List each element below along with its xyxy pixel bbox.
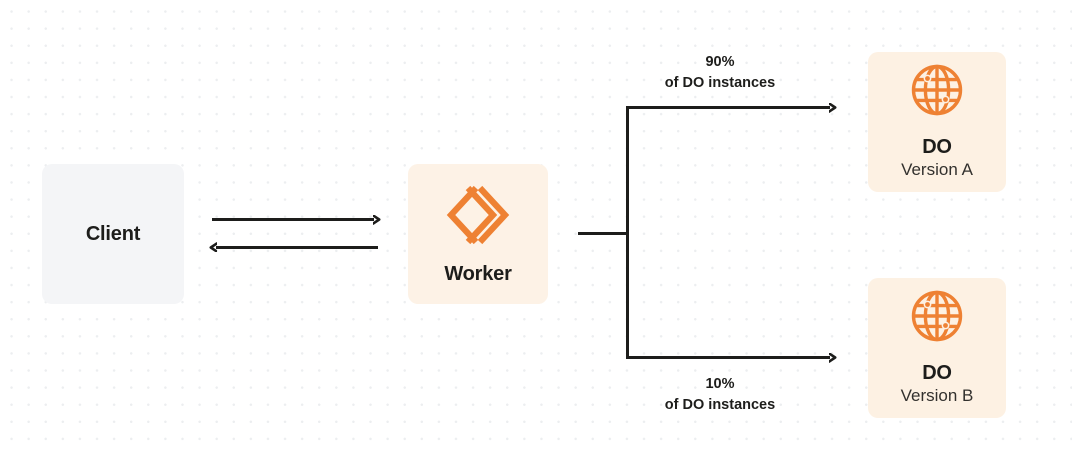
edge-label-do-a-percent: 90% bbox=[705, 54, 735, 70]
edge-worker-to-do-b bbox=[626, 233, 831, 358]
node-client-label: Client bbox=[85, 223, 141, 245]
edge-label-do-a-caption: of DO instances bbox=[664, 75, 776, 92]
durable-object-globe-icon bbox=[910, 289, 964, 348]
node-do-b-label: DO bbox=[922, 361, 952, 384]
node-do-b-sublabel: Version B bbox=[900, 385, 974, 405]
edge-label-do-b: 10% of DO instances bbox=[630, 374, 810, 416]
node-do-version-b[interactable]: DO Version B bbox=[868, 278, 1006, 418]
edge-label-do-b-percent: 10% bbox=[705, 376, 735, 392]
node-worker-label: Worker bbox=[444, 262, 512, 285]
node-worker[interactable]: Worker bbox=[408, 164, 548, 304]
durable-object-globe-icon bbox=[910, 63, 964, 122]
edge-worker-to-do-a bbox=[626, 108, 831, 234]
node-do-a-sublabel: Version A bbox=[901, 159, 973, 179]
edge-label-do-a: 90% of DO instances bbox=[630, 52, 810, 94]
node-do-a-label: DO bbox=[922, 135, 952, 158]
node-client[interactable]: Client bbox=[42, 164, 184, 304]
cloudflare-workers-icon bbox=[444, 184, 512, 251]
node-do-version-a[interactable]: DO Version A bbox=[868, 52, 1006, 192]
edge-label-do-b-caption: of DO instances bbox=[664, 397, 776, 414]
